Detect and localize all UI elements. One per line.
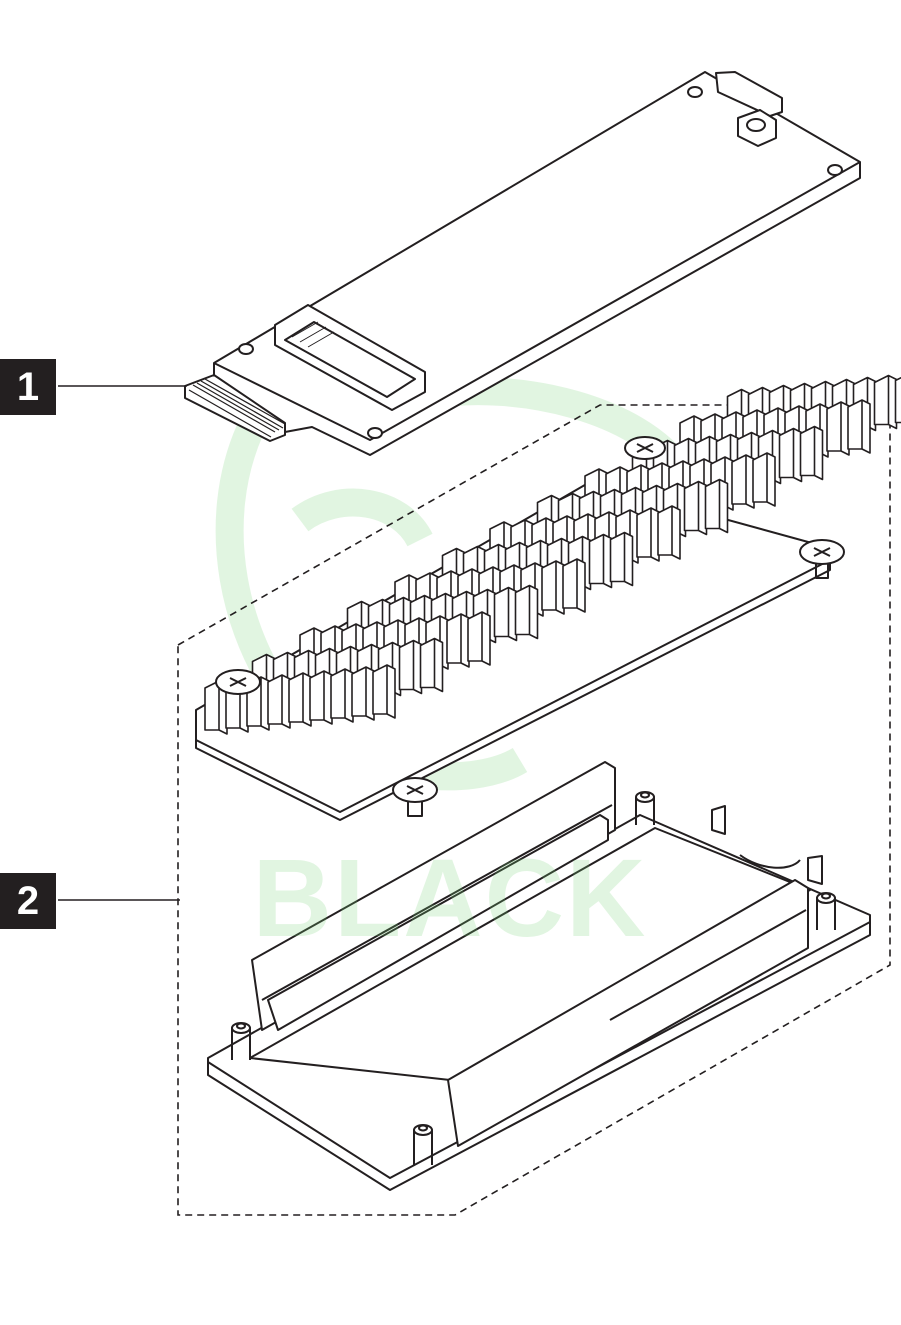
heatsink-fin — [562, 558, 586, 613]
heatsink-fin — [799, 425, 824, 481]
heatsink-fin — [588, 533, 613, 589]
board-hole — [238, 343, 254, 355]
heatsink-fin — [398, 639, 423, 695]
heatsink-fin — [778, 427, 803, 483]
heatsink — [195, 374, 901, 821]
heatsink-fin — [419, 637, 444, 693]
heatsink-fin — [731, 454, 755, 509]
screw-icon — [392, 777, 438, 817]
screw-icon — [215, 669, 261, 695]
heatsink-fin — [683, 480, 708, 536]
board-hole — [367, 427, 383, 439]
standoff — [413, 1124, 433, 1165]
heatsink-fin — [752, 452, 776, 507]
heatsink-fin — [541, 560, 565, 615]
standoff — [231, 1022, 251, 1060]
heatsink-fin — [330, 668, 354, 723]
heatsink-fin — [894, 376, 901, 424]
callout-2: 2 — [0, 873, 56, 929]
heatsink-fin — [514, 584, 539, 640]
heatsink-fin — [351, 666, 375, 721]
standoff — [816, 892, 836, 930]
standoff — [635, 791, 655, 825]
board-hole — [687, 86, 703, 98]
callout-1: 1 — [0, 359, 56, 415]
heatsink-fin — [873, 374, 898, 430]
heatsink-fin — [657, 505, 681, 560]
heatsink-fin — [372, 664, 396, 719]
heatsink-fin — [609, 531, 634, 587]
kit-dashed-outline — [177, 404, 891, 1216]
heatsink-fin — [288, 672, 312, 727]
gold-fingers — [188, 378, 286, 438]
heatsink-fin — [493, 586, 518, 642]
heatsink-fin — [309, 670, 333, 725]
heatsink-fin — [446, 613, 470, 668]
heatsink-fin — [847, 399, 871, 454]
watermark-text: BLACK — [252, 837, 648, 960]
board-hole — [827, 164, 843, 176]
m2-drive-board — [184, 71, 861, 456]
heatsink-fin — [826, 401, 850, 456]
heatsink-fin — [704, 478, 729, 534]
heatsink-tray — [207, 761, 871, 1191]
screw-icon — [624, 436, 666, 460]
heatsink-fin — [467, 611, 491, 666]
screw-icon — [799, 539, 845, 579]
heatsink-fin — [636, 507, 660, 562]
heatsink-fin — [267, 674, 291, 729]
